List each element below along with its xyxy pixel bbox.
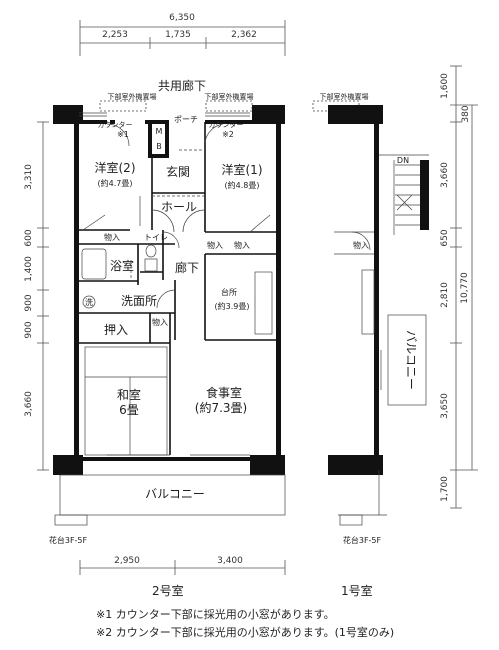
dim-right: 1,600 <box>440 73 450 99</box>
unit2-name: 2号室 <box>152 584 184 598</box>
dim-bottom: 3,400 <box>217 556 243 566</box>
dim-right: 1,700 <box>440 476 450 502</box>
entrance-label: 玄関 <box>166 164 190 179</box>
balcony-label: バルコニー <box>145 487 205 501</box>
dim-top-part: 1,735 <box>165 30 191 40</box>
note-1: ※1 カウンター下部に採光用の小窓があります。 <box>96 608 335 621</box>
dim-top-part: 2,362 <box>231 30 257 40</box>
dashed-lines <box>130 149 205 280</box>
dim-left: 1,400 <box>24 256 34 282</box>
dim-right: 2,810 <box>440 282 450 308</box>
flower-stand-label: 花台3F-5F <box>49 535 88 545</box>
unit1-walls <box>328 105 429 475</box>
dim-right-total: 10,770 <box>460 272 470 304</box>
oshiire-label: 押入 <box>104 323 128 337</box>
dim-right: 3,660 <box>440 162 450 188</box>
storage-label: 物入 <box>234 240 250 250</box>
dining-label: 食事室 <box>206 385 242 400</box>
washitsu-label: 和室 <box>117 387 141 402</box>
counter-label: カウンター <box>98 120 133 129</box>
washroom-label: 洗面所 <box>121 294 157 308</box>
dn-label: DN <box>397 156 409 165</box>
dim-left: 3,660 <box>24 391 34 417</box>
outdoor-unit-label: 下部室外機置場 <box>320 92 369 101</box>
western1-label: 洋室(1) <box>222 162 263 177</box>
unit2-doors <box>54 112 286 526</box>
unit2-walls <box>53 105 285 475</box>
dim-right: 650 <box>440 229 450 246</box>
western2-label: 洋室(2) <box>95 160 136 175</box>
note-2: ※2 カウンター下部に採光用の小窓があります。(1号室のみ) <box>96 626 395 639</box>
corridor-label: 共用廊下 <box>158 78 206 93</box>
storage-label: 物入 <box>104 232 120 242</box>
left-dimensions <box>37 121 49 471</box>
outdoor-unit-label: 下部室外機置場 <box>108 92 157 101</box>
mark1-label: ※1 <box>117 130 129 139</box>
unit2-interior-walls <box>79 122 276 455</box>
dining-size: (約7.3畳) <box>195 400 247 415</box>
mark2-label: ※2 <box>222 130 234 139</box>
western1-size: (約4.8畳) <box>225 180 260 190</box>
outdoor-unit-dashes <box>99 100 360 112</box>
dim-left: 900 <box>24 321 34 338</box>
unit1-lines <box>334 154 429 526</box>
storage-label: 物入 <box>152 317 168 327</box>
balcony-vertical-label: バルコニー <box>404 330 418 390</box>
dim-bottom: 2,950 <box>114 556 140 566</box>
dim-right: 380 <box>461 105 471 122</box>
dim-right: 3,650 <box>440 393 450 419</box>
hall-label: ホール <box>161 200 197 214</box>
bath-label: 浴室 <box>110 258 134 273</box>
western2-size: (約4.7畳) <box>98 178 133 188</box>
top-dimensions <box>79 20 286 56</box>
bottom-dimensions <box>79 560 286 575</box>
outdoor-unit-label: 下部室外機置場 <box>205 92 254 101</box>
wash-mark: 洗 <box>85 297 93 307</box>
counter-label: カウンター <box>209 120 244 129</box>
storage-label: 物入 <box>353 240 369 250</box>
right-dimensions <box>450 65 478 509</box>
hallway-label: 廊下 <box>175 260 199 275</box>
dim-top-total: 6,350 <box>169 13 195 23</box>
porch-label: ポーチ <box>174 115 198 124</box>
dim-left: 3,310 <box>24 164 34 190</box>
storage-label: 物入 <box>207 240 223 250</box>
kitchen-label: 台所 <box>221 287 237 297</box>
mb-label-m: M <box>156 127 163 136</box>
dim-left: 900 <box>24 294 34 311</box>
washitsu-size: 6畳 <box>119 403 139 417</box>
dim-left: 600 <box>24 229 34 246</box>
kitchen-size: (約3.9畳) <box>215 301 250 311</box>
dim-top-part: 2,253 <box>102 30 128 40</box>
mb-label-b: B <box>156 142 162 151</box>
toilet-label: トイレ <box>144 233 168 242</box>
flower-stand-label: 花台3F-5F <box>343 535 382 545</box>
unit1-name: 1号室 <box>341 584 373 598</box>
